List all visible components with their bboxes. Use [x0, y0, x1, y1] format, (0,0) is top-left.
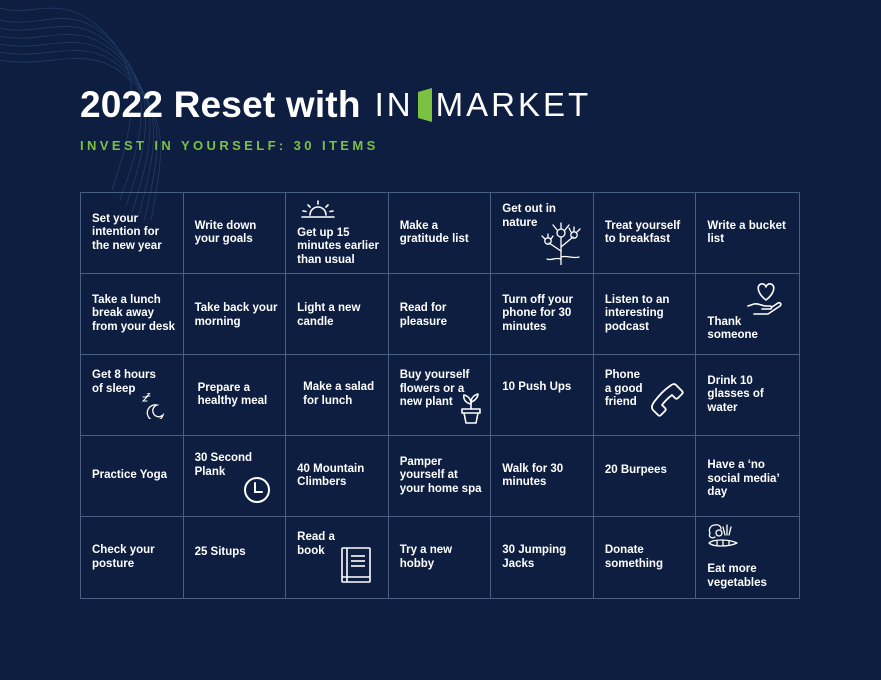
challenge-grid: Set your intention for the new year Writ… — [80, 192, 800, 599]
subtitle: INVEST IN YOURSELF: 30 ITEMS — [80, 138, 379, 153]
cell-label: 20 Burpees — [604, 464, 667, 476]
cell-label: 10 Push Ups — [502, 381, 572, 393]
grid-cell: Set your intention for the new year — [81, 193, 184, 274]
cell-label: Read a book — [297, 531, 335, 557]
grid-cell: Light a new candle — [286, 274, 389, 355]
cell-label: Check your posture — [92, 544, 155, 570]
grid-cell: Eat more vegetables — [696, 517, 799, 598]
grid-cell: 10 Push Ups — [491, 355, 594, 436]
cell-label: Listen to an interesting podcast — [604, 293, 670, 333]
grid-cell: Read a book — [286, 517, 389, 598]
cell-label: 40 Mountain Climbers — [297, 462, 365, 489]
grid-cell: 30 Jumping Jacks — [491, 517, 594, 598]
cell-label: Write down your goals — [194, 219, 257, 246]
grid-cell: Write a bucket list — [696, 193, 799, 274]
cell-label: Get 8 hours of sleep — [92, 369, 156, 395]
grid-cell: 40 Mountain Climbers — [286, 436, 389, 517]
cell-label: Drink 10 glasses of water — [707, 374, 764, 414]
cell-label: Light a new candle — [297, 302, 361, 328]
cell-label: Read for pleasure — [399, 302, 448, 328]
cell-label: Practice Yoga — [92, 469, 168, 482]
grid-cell: Phone a good friend — [593, 355, 697, 436]
inmarket-logo: IN MARKET — [375, 86, 592, 124]
heart-hand-icon — [746, 282, 784, 318]
title-row: 2022 Reset with IN MARKET — [80, 82, 591, 128]
potted-plant-icon — [459, 393, 483, 425]
cell-label: 30 Jumping Jacks — [502, 544, 567, 570]
grid-cell: Take back your morning — [183, 274, 287, 355]
grid-cell: Get 8 hours of sleep — [81, 355, 184, 436]
decorative-wave-lines — [0, 7, 161, 220]
cell-label: Walk for 30 minutes — [502, 462, 564, 489]
book-icon — [340, 546, 372, 584]
sunrise-icon — [300, 199, 336, 219]
grid-cell: Make a salad for lunch — [286, 355, 389, 436]
grid-cell: Buy yourself flowers or a new plant — [388, 355, 492, 436]
header: 2022 Reset with IN MARKET INVEST IN YOUR… — [80, 82, 591, 153]
grid-cell: Listen to an interesting podcast — [593, 274, 697, 355]
cell-label: Make a gratitude list — [399, 219, 469, 246]
logo-mark-icon — [417, 88, 432, 122]
phone-icon — [650, 383, 684, 417]
grid-cell: Try a new hobby — [389, 517, 492, 598]
cell-label: 25 Situps — [194, 546, 246, 558]
cell-label: Get out in nature — [502, 203, 556, 229]
cell-label: Buy yourself flowers or a new plant — [399, 369, 470, 408]
cell-label: Try a new hobby — [399, 544, 453, 570]
cell-label: Set your intention for the new year — [92, 212, 162, 252]
grid-cell: 25 Situps — [184, 517, 287, 598]
grid-cell: Donate something — [594, 517, 697, 598]
cell-label: Pamper yourself at your home spa — [399, 455, 482, 495]
cell-label: Turn off your phone for 30 minutes — [502, 293, 573, 333]
clock-icon — [243, 476, 271, 504]
grid-cell: Check your posture — [81, 517, 184, 598]
page-title: 2022 Reset with — [80, 84, 361, 125]
vegetables-icon — [707, 523, 739, 553]
cell-label: Get up 15 minutes earlier than usual — [297, 226, 379, 266]
cell-label: Take back your morning — [194, 302, 278, 328]
grid-cell: Pamper yourself at your home spa — [388, 436, 492, 517]
cell-label: Phone a good friend — [604, 369, 643, 408]
grid-cell: Thank someone — [696, 274, 799, 355]
cell-label: Thank someone — [707, 315, 758, 342]
grid-cell: Walk for 30 minutes — [491, 436, 594, 517]
grid-cell: Get up 15 minutes earlier than usual — [286, 193, 389, 274]
grid-cell: Write down your goals — [183, 193, 287, 274]
cell-label: Take a lunch break away from your desk — [92, 293, 176, 333]
grid-cell: Have a ‘no social media’ day — [696, 436, 799, 517]
grid-cell: 20 Burpees — [593, 436, 697, 517]
grid-cell: 30 Second Plank — [183, 436, 287, 517]
cell-label: Have a ‘no social media’ day — [707, 459, 780, 498]
grid-cell: Read for pleasure — [388, 274, 492, 355]
sleep-moon-icon — [141, 393, 165, 419]
flower-icon — [541, 221, 583, 265]
grid-cell: Take a lunch break away from your desk — [81, 274, 184, 355]
cell-label: Make a salad for lunch — [303, 381, 375, 407]
logo-text-in: IN — [374, 86, 414, 123]
grid-cell: Prepare a healthy meal — [183, 355, 287, 436]
grid-cell: Turn off your phone for 30 minutes — [491, 274, 594, 355]
grid-cell: Make a gratitude list — [388, 193, 492, 274]
cell-label: 30 Second Plank — [194, 452, 253, 478]
grid-cell: Practice Yoga — [81, 436, 184, 517]
cell-label: Donate something — [604, 544, 663, 570]
cell-label: Write a bucket list — [707, 219, 786, 246]
grid-cell: Drink 10 glasses of water — [696, 355, 799, 436]
cell-label: Treat yourself to breakfast — [604, 219, 681, 246]
grid-cell: Get out in nature — [491, 193, 594, 274]
logo-text-market: MARKET — [435, 86, 592, 123]
grid-cell: Treat yourself to breakfast — [593, 193, 697, 274]
cell-label: Prepare a healthy meal — [197, 381, 268, 408]
cell-label: Eat more vegetables — [707, 563, 767, 589]
